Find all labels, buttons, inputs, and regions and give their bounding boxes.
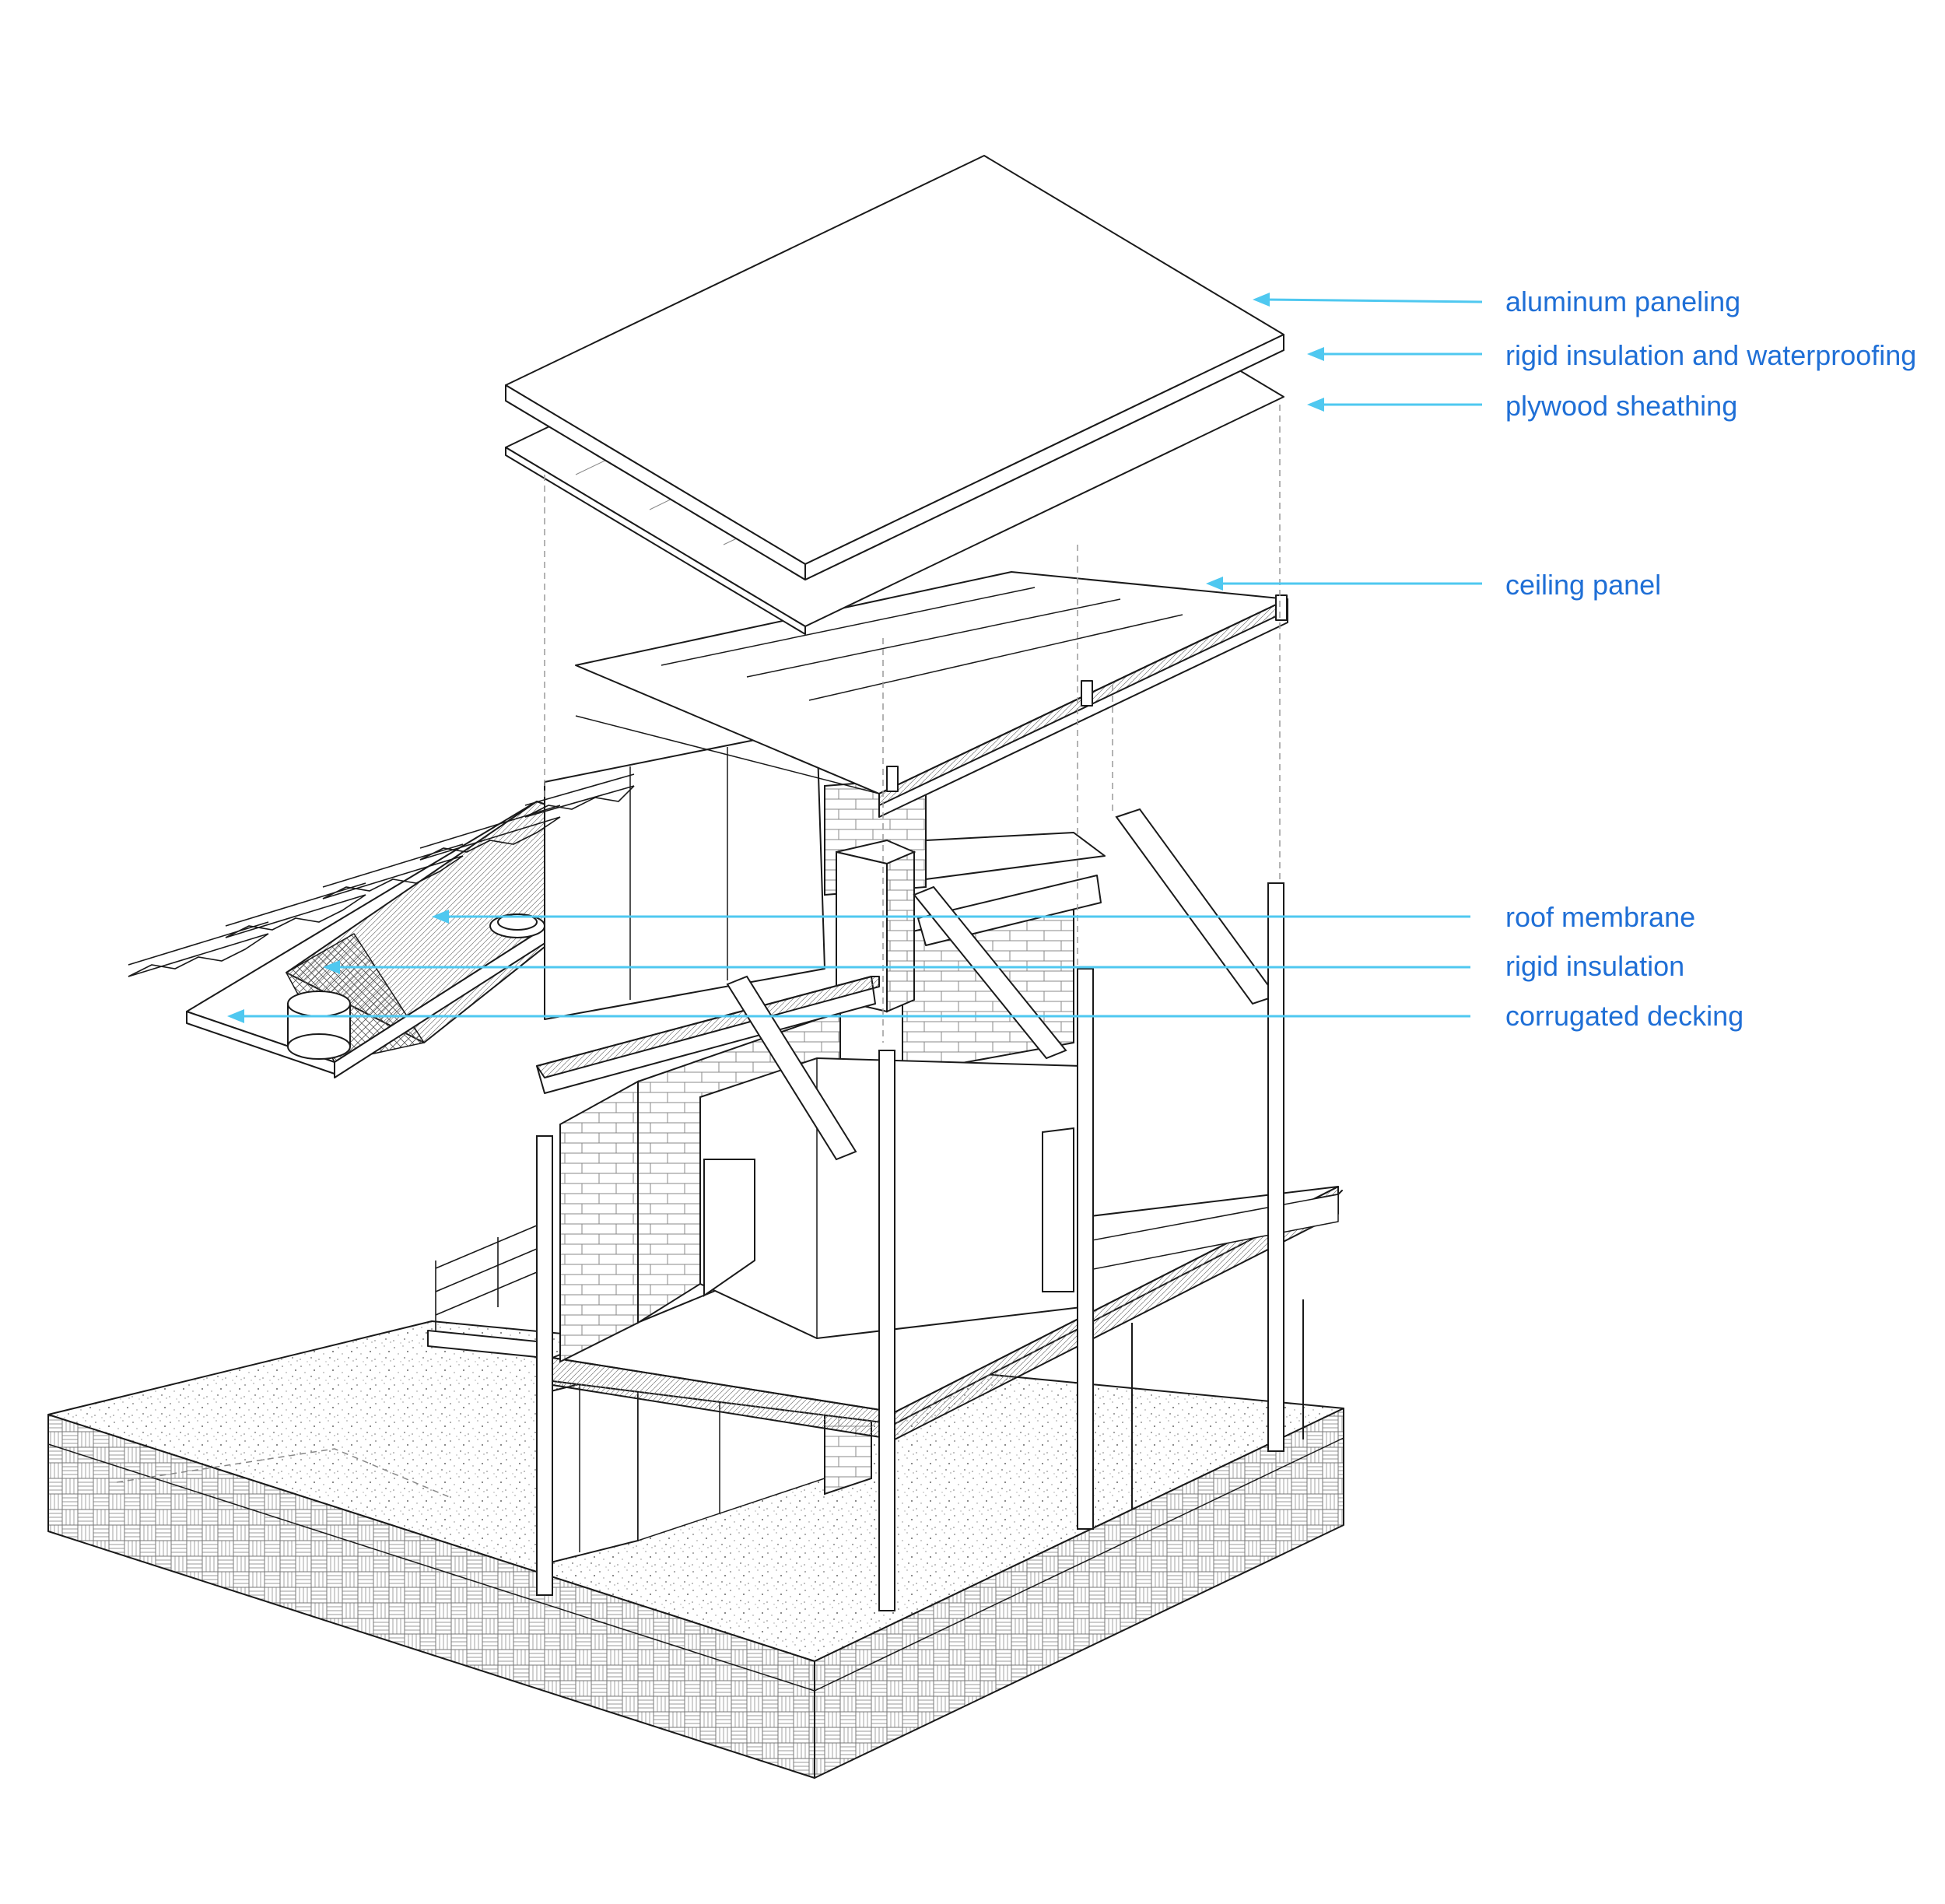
steel-columns <box>536 882 1284 1611</box>
callout-label-rigid-insulation: rigid insulation <box>1505 950 1685 982</box>
callout-arrow-ceiling-panel <box>1206 577 1482 591</box>
steel-joists <box>128 773 635 977</box>
callout-arrow-aluminum-paneling <box>1253 293 1483 307</box>
callout-arrow-rigid-insulation-waterproofing <box>1307 347 1482 361</box>
callout-arrow-plywood-sheathing <box>1307 398 1482 412</box>
balcony-railing <box>435 1225 538 1331</box>
callout-label-rigid-insulation-waterproofing: rigid insulation and waterproofing <box>1505 339 1917 371</box>
callout-label-plywood-sheathing: plywood sheathing <box>1505 390 1738 422</box>
callout-label-roof-membrane: roof membrane <box>1505 901 1696 933</box>
callout-label-aluminum-paneling: aluminum paneling <box>1505 286 1741 317</box>
ceiling-panel-assembly <box>575 571 1288 818</box>
exploded-roof-layers <box>505 155 1284 635</box>
callout-arrows <box>227 293 1483 1023</box>
callout-label-corrugated-decking: corrugated decking <box>1505 1000 1744 1032</box>
chimney <box>836 839 916 1013</box>
callout-arrow-corrugated-decking <box>227 1009 1470 1023</box>
callout-arrow-roof-membrane <box>432 910 1470 924</box>
callout-label-ceiling-panel: ceiling panel <box>1505 569 1662 601</box>
callout-arrow-rigid-insulation <box>323 960 1470 974</box>
projection-lines <box>544 405 1281 1043</box>
skylights <box>287 913 545 1060</box>
